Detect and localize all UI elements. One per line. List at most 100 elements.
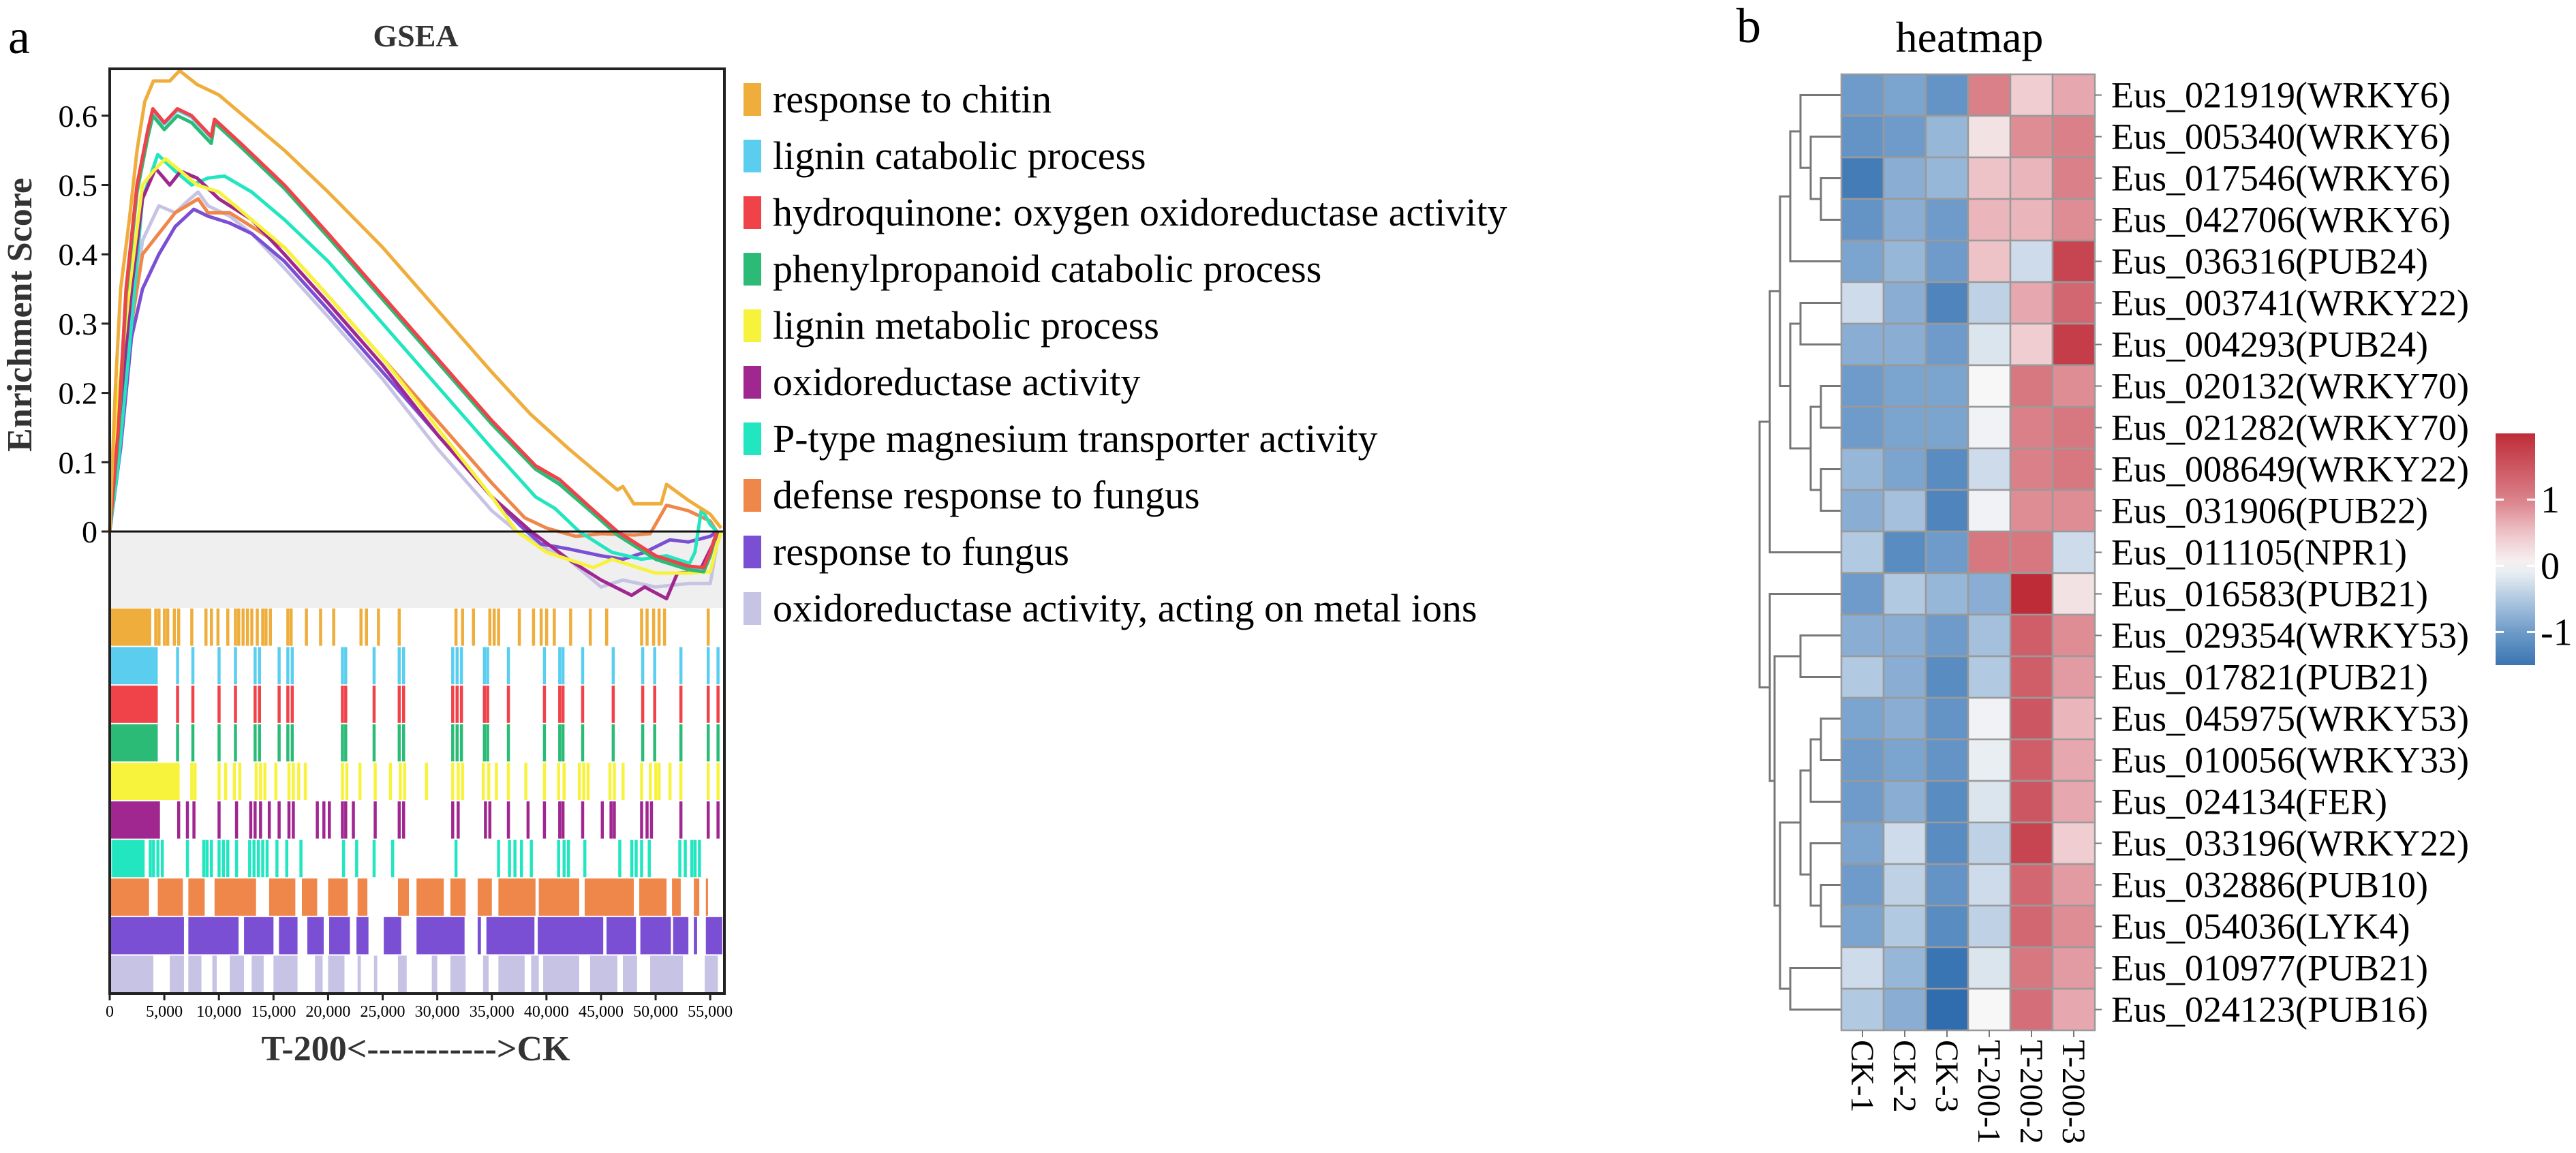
row-label: Eus_005340(WRKY6) — [2111, 117, 2451, 157]
hit-tick — [254, 647, 257, 685]
hit-tick — [542, 686, 547, 723]
column-label: T-200-1 — [1971, 1040, 2007, 1144]
hit-tick — [611, 647, 615, 685]
hit-tick — [292, 801, 295, 839]
hit-tick — [561, 647, 565, 685]
hit-tick — [191, 686, 195, 723]
hit-block — [110, 917, 184, 955]
hit-tick — [640, 840, 643, 878]
gsea-title: GSEA — [373, 18, 458, 53]
gsea-hit-rug — [108, 609, 722, 993]
hit-tick — [553, 609, 556, 646]
heatmap-cell — [1840, 655, 1885, 699]
x-tick-label: 25,000 — [361, 1003, 405, 1021]
hit-tick — [613, 763, 616, 800]
hit-tick — [190, 609, 194, 646]
gsea-negative-region — [110, 532, 724, 608]
hit-tick — [216, 609, 220, 646]
hit-tick — [259, 763, 262, 800]
heatmap-cell — [1925, 821, 1969, 865]
hit-block — [416, 917, 465, 955]
heatmap-cell — [1882, 780, 1927, 824]
hit-block — [110, 801, 160, 839]
row-label: Eus_016583(PUB21) — [2111, 574, 2428, 615]
es-curve-6 — [108, 153, 718, 566]
hit-tick — [609, 801, 613, 839]
hit-block — [315, 955, 323, 993]
hit-tick — [234, 724, 237, 762]
es-curve-8 — [108, 207, 718, 562]
heatmap-cell — [1840, 73, 1885, 117]
hit-tick — [640, 609, 643, 646]
hit-block — [498, 955, 525, 993]
dendrogram-branch — [1768, 593, 1841, 782]
hit-block — [110, 609, 151, 646]
hit-block — [705, 955, 718, 993]
hit-tick — [486, 724, 489, 762]
heatmap-cell — [1882, 613, 1927, 658]
hit-tick — [583, 840, 587, 878]
hit-tick — [355, 840, 358, 878]
heatmap-cell — [2009, 572, 2054, 616]
row-label: Eus_033196(WRKY22) — [2111, 823, 2469, 864]
hit-block — [531, 955, 539, 993]
heatmap-cell — [1967, 364, 2012, 408]
hit-block — [112, 840, 145, 878]
y-tick-label: 0.6 — [59, 99, 98, 134]
heatmap-cell — [1925, 322, 1969, 367]
hit-tick — [716, 763, 720, 800]
hit-tick — [679, 686, 683, 723]
hit-block — [110, 763, 180, 800]
hit-tick — [152, 840, 155, 878]
hit-tick — [459, 686, 463, 723]
hit-tick — [586, 763, 590, 800]
y-tick-label: 0.5 — [59, 168, 98, 203]
hit-block — [450, 878, 466, 916]
hit-tick — [285, 840, 289, 878]
dendrogram-branch — [1809, 405, 1821, 491]
heatmap-cell — [2009, 405, 2054, 450]
hit-tick — [254, 763, 258, 800]
hit-block — [279, 917, 298, 955]
hit-block — [110, 724, 158, 762]
hit-block — [328, 878, 348, 916]
legend-label: hydroquinone: oxygen oxidoreductase acti… — [773, 190, 1507, 234]
hit-block — [672, 878, 681, 916]
colorbar — [2496, 433, 2535, 665]
x-tick-label: 0 — [106, 1003, 114, 1021]
hit-tick — [454, 609, 458, 646]
heatmap-cell — [1840, 114, 1885, 159]
hit-tick — [684, 840, 687, 878]
legend-swatch — [743, 309, 761, 342]
hit-block — [307, 917, 324, 955]
hit-block — [639, 878, 667, 916]
hit-tick — [451, 686, 455, 723]
hit-tick — [258, 724, 261, 762]
hit-block — [251, 955, 264, 993]
heatmap-cell — [1882, 156, 1927, 200]
hit-tick — [176, 647, 179, 685]
hit-tick — [292, 763, 295, 800]
hit-tick — [457, 763, 460, 800]
legend-label: response to chitin — [773, 77, 1052, 121]
heatmap-cell — [2051, 239, 2096, 283]
heatmap-cell — [1840, 364, 1885, 408]
heatmap-cell — [2051, 613, 2096, 658]
hit-tick — [372, 647, 376, 685]
hit-tick — [241, 609, 245, 646]
heatmap-cell — [1882, 821, 1927, 865]
hit-tick — [657, 609, 661, 646]
heatmap-cell — [2051, 863, 2096, 907]
hit-tick — [365, 609, 369, 646]
hit-tick — [653, 686, 656, 723]
es-curve-0 — [108, 69, 723, 532]
hit-tick — [372, 724, 376, 762]
hit-tick — [566, 840, 570, 878]
heatmap-cell — [1967, 198, 2012, 242]
row-label: Eus_021919(WRKY6) — [2111, 75, 2451, 116]
hit-tick — [457, 801, 460, 839]
hit-tick — [372, 840, 376, 878]
